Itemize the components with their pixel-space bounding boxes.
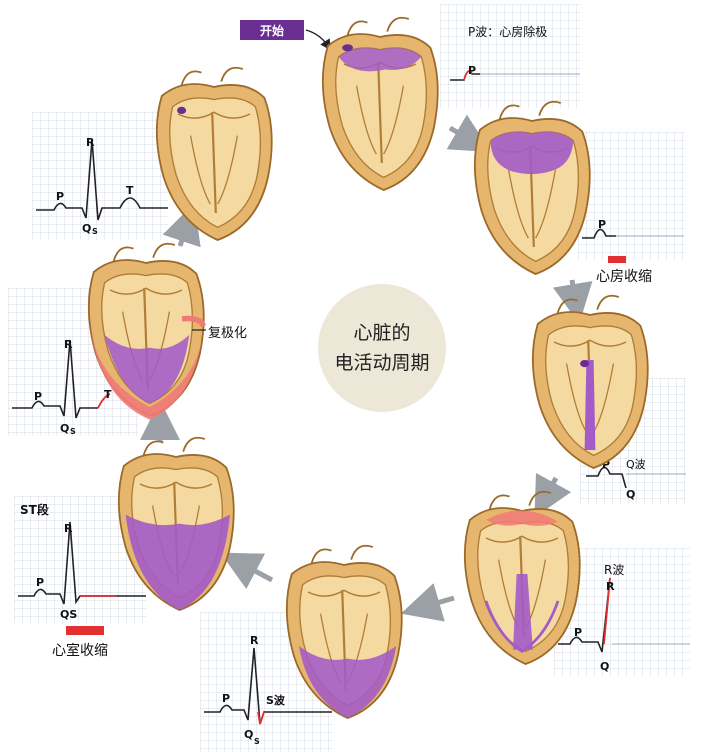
ecg-panel-p-wave: P波：心房除极 P	[440, 4, 580, 108]
t-letter: T	[126, 184, 134, 197]
heart-stage-6	[117, 436, 235, 612]
s-sub-letter: S	[92, 227, 98, 236]
r-letter: R	[64, 522, 73, 535]
heart-stage-4	[463, 490, 581, 666]
p-letter: P	[468, 64, 476, 77]
q-letter: Q	[60, 422, 69, 435]
q-letter: Q	[82, 222, 91, 235]
arrow-3	[534, 472, 572, 518]
center-title-line-2: 电活动周期	[334, 352, 430, 374]
r-letter: R	[86, 136, 95, 149]
p-letter: P	[602, 458, 610, 471]
ventricular-contraction-bar	[66, 626, 104, 635]
t-letter: T	[104, 388, 112, 401]
qs-letters: QS	[60, 608, 77, 621]
atrial-contraction-bar	[608, 256, 626, 263]
ventricular-contraction-label: 心室收缩	[52, 643, 108, 659]
heart-stage-8	[155, 66, 273, 242]
arrow-4	[400, 583, 455, 622]
heart-stage-1	[321, 16, 439, 192]
center-title-line-1: 心脏的	[353, 322, 411, 344]
arrow-1	[446, 114, 492, 153]
start-badge: 开始	[240, 20, 304, 40]
start-arrow	[305, 29, 332, 51]
r-letter: R	[606, 580, 615, 593]
heart-stage-3	[531, 294, 649, 470]
arrow-5	[220, 552, 274, 590]
st-segment-annotation: ST段	[20, 502, 50, 517]
ecg-panel-atrial-contraction: P	[578, 132, 684, 260]
p-letter: P	[36, 576, 44, 589]
arrow-7	[162, 203, 201, 248]
p-letter: P	[34, 390, 42, 403]
q-letter: Q	[600, 660, 609, 673]
repolarization-label: 复极化	[208, 326, 248, 341]
center-title: 心脏的 电活动周期	[318, 284, 446, 412]
q-letter: Q	[244, 728, 253, 741]
s-sub-letter: S	[70, 427, 76, 436]
s-wave-annotation: S波	[266, 693, 286, 707]
p-letter: P	[574, 626, 582, 639]
heart-stage-7	[87, 242, 207, 420]
s-sub-letter: S	[254, 737, 260, 746]
heart-stage-2	[473, 100, 591, 276]
q-wave-annotation: Q波	[626, 458, 646, 471]
p-letter: P	[222, 692, 230, 705]
q-letter: Q	[626, 488, 635, 501]
r-letter: R	[64, 338, 73, 351]
atrial-contraction-label: 心房收缩	[596, 269, 652, 285]
ecg-panel-complete: R P T Q S	[32, 112, 168, 240]
heart-stage-5	[285, 544, 403, 720]
r-wave-annotation: R波	[604, 563, 624, 577]
p-letter: P	[598, 218, 606, 231]
r-letter: R	[250, 634, 259, 647]
p-letter: P	[56, 190, 64, 203]
p-wave-annotation: P波：心房除极	[468, 24, 547, 39]
